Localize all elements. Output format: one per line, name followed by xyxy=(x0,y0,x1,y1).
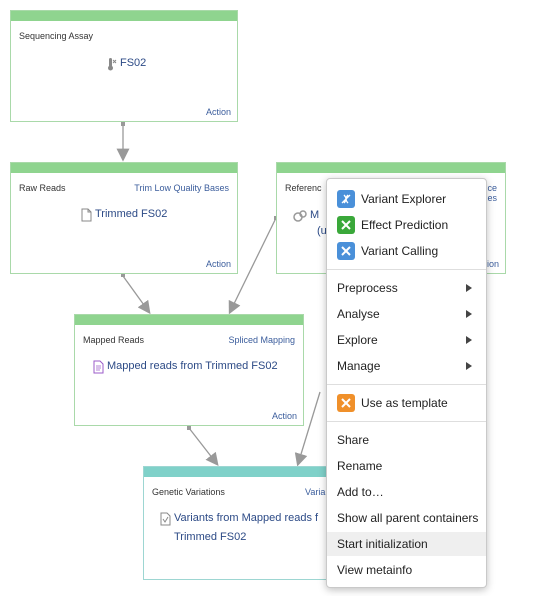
menu-item-explore[interactable]: Explore xyxy=(327,328,486,352)
mapped-reads-file-icon xyxy=(93,360,104,377)
menu-separator xyxy=(327,384,486,385)
variations-link[interactable]: Varia xyxy=(305,487,326,497)
reference-link-line1[interactable]: ce xyxy=(487,183,497,193)
sample-label: FS02 xyxy=(120,57,147,69)
variants-item[interactable]: Variants from Mapped reads f Trimmed FS0… xyxy=(160,512,318,543)
menu-item-add-to[interactable]: Add to… xyxy=(327,480,486,504)
variants-file-icon xyxy=(160,512,171,529)
menu-item-variant-explorer[interactable]: Variant Explorer xyxy=(327,187,486,211)
edge-raw-mapped xyxy=(122,275,151,315)
menu-label: Effect Prediction xyxy=(361,218,449,232)
reference-item[interactable]: M xyxy=(293,209,319,226)
menu-item-rename[interactable]: Rename xyxy=(327,454,486,478)
menu-separator xyxy=(327,269,486,270)
reference-link-line2[interactable]: es xyxy=(487,193,497,203)
menu-label: Variant Calling xyxy=(361,244,439,258)
node-header-bar xyxy=(75,315,303,325)
trim-low-quality-link[interactable]: Trim Low Quality Bases xyxy=(134,183,229,193)
spliced-mapping-link[interactable]: Spliced Mapping xyxy=(228,335,295,345)
action-link[interactable]: Action xyxy=(205,107,231,117)
variant-explorer-icon xyxy=(337,190,355,208)
node-title: Referenc xyxy=(285,183,322,193)
variants-label-line1: Variants from Mapped reads f xyxy=(174,512,319,524)
menu-label: Show all parent containers xyxy=(337,511,479,525)
context-menu[interactable]: Variant Explorer Effect Prediction Varia… xyxy=(326,178,487,588)
node-header-bar xyxy=(144,467,372,477)
menu-label: Share xyxy=(337,433,370,447)
edge-reference-mapped xyxy=(228,217,277,315)
menu-label: Start initialization xyxy=(337,537,428,551)
mapped-reads-item[interactable]: Mapped reads from Trimmed FS02 xyxy=(93,360,278,377)
reference-genome-icon xyxy=(293,209,307,226)
node-title: Raw Reads xyxy=(19,183,66,193)
node-title: Mapped Reads xyxy=(83,335,145,345)
menu-item-preprocess[interactable]: Preprocess xyxy=(327,276,486,300)
menu-label: Rename xyxy=(337,459,383,473)
menu-item-manage[interactable]: Manage xyxy=(327,354,486,378)
menu-item-use-as-template[interactable]: Use as template xyxy=(327,391,486,415)
submenu-arrow-icon xyxy=(466,310,472,318)
menu-label: View metainfo xyxy=(337,563,413,577)
menu-label: Manage xyxy=(337,359,381,373)
sample-item[interactable]: FS02 xyxy=(105,57,146,74)
action-link[interactable]: Action xyxy=(271,411,297,421)
menu-separator xyxy=(327,421,486,422)
trimmed-label: Trimmed FS02 xyxy=(95,208,168,220)
node-header-bar xyxy=(277,163,505,173)
reference-item-line2: (u xyxy=(317,225,327,237)
thermometer-icon xyxy=(105,57,117,74)
menu-item-share[interactable]: Share xyxy=(327,428,486,452)
variant-calling-icon xyxy=(337,242,355,260)
variants-label-line2: Trimmed FS02 xyxy=(174,531,247,543)
menu-label: Preprocess xyxy=(337,281,398,295)
submenu-arrow-icon xyxy=(466,362,472,370)
edge-mapped-variations-right xyxy=(294,391,321,467)
submenu-arrow-icon xyxy=(466,284,472,292)
menu-label: Explore xyxy=(337,333,378,347)
sequencing-assay-node[interactable]: Sequencing Assay FS02 Action xyxy=(10,10,238,122)
menu-item-analyse[interactable]: Analyse xyxy=(327,302,486,326)
node-header-bar xyxy=(11,163,237,173)
menu-label: Use as template xyxy=(361,396,448,410)
menu-item-effect-prediction[interactable]: Effect Prediction xyxy=(327,213,486,237)
menu-item-view-metainfo[interactable]: View metainfo xyxy=(327,558,486,582)
node-title: Sequencing Assay xyxy=(19,31,94,41)
node-title: Genetic Variations xyxy=(152,487,225,497)
trimmed-item[interactable]: Trimmed FS02 xyxy=(81,208,167,225)
file-icon xyxy=(81,208,92,225)
action-link[interactable]: ction xyxy=(479,259,499,269)
submenu-arrow-icon xyxy=(466,336,472,344)
node-header-bar xyxy=(11,11,237,21)
menu-label: Add to… xyxy=(337,485,384,499)
action-link[interactable]: Action xyxy=(205,259,231,269)
reference-item-label: M xyxy=(310,209,320,221)
mapped-reads-node[interactable]: Mapped Reads Spliced Mapping Mapped read… xyxy=(74,314,304,426)
effect-prediction-icon xyxy=(337,216,355,234)
menu-item-show-all-parent-containers[interactable]: Show all parent containers xyxy=(327,506,486,530)
mapped-reads-label: Mapped reads from Trimmed FS02 xyxy=(107,360,278,372)
menu-label: Analyse xyxy=(337,307,380,321)
template-icon xyxy=(337,394,355,412)
raw-reads-node[interactable]: Raw Reads Trim Low Quality Bases Trimmed… xyxy=(10,162,238,274)
menu-label: Variant Explorer xyxy=(361,192,447,206)
edge-mapped-variations-left xyxy=(188,427,219,467)
menu-item-start-initialization[interactable]: Start initialization xyxy=(327,532,486,556)
menu-item-variant-calling[interactable]: Variant Calling xyxy=(327,239,486,263)
